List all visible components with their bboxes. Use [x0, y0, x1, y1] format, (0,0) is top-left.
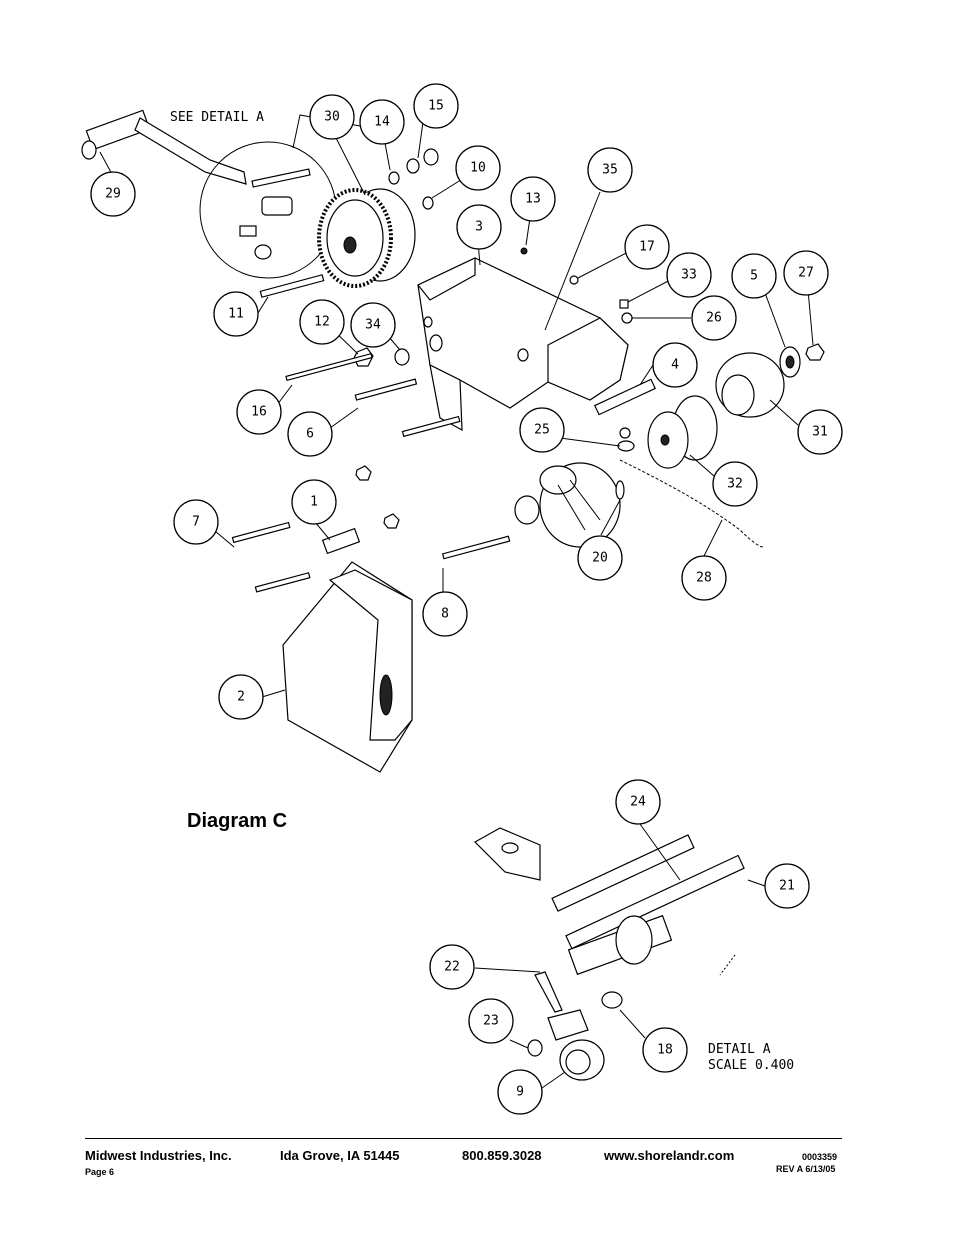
callout-11: 11: [213, 291, 259, 337]
callout-26: 26: [691, 295, 737, 341]
callout-14: 14: [359, 99, 405, 145]
leader-lines: [99, 114, 814, 1089]
callout-1: 1: [291, 479, 337, 525]
callouts: 29 30 14 15 10 13 35 3 17 33 26 5 27 11 …: [90, 83, 843, 1115]
svg-text:32: 32: [727, 477, 743, 492]
svg-text:34: 34: [365, 318, 381, 333]
svg-text:16: 16: [251, 405, 267, 420]
svg-text:17: 17: [639, 240, 655, 255]
footer-phone: 800.859.3028: [462, 1148, 542, 1163]
svg-text:35: 35: [602, 163, 618, 178]
svg-text:12: 12: [314, 315, 330, 330]
callout-31: 31: [797, 409, 843, 455]
svg-text:3: 3: [475, 220, 483, 235]
detail-scale: SCALE 0.400: [708, 1058, 794, 1073]
callout-13: 13: [510, 176, 556, 222]
svg-text:15: 15: [428, 99, 444, 114]
svg-text:26: 26: [706, 311, 722, 326]
side-plates: [282, 561, 413, 773]
detail-a-parts: [239, 168, 311, 260]
detail-pinion: [567, 914, 673, 976]
callout-34: 34: [350, 302, 396, 348]
callout-5: 5: [731, 253, 777, 299]
footer-doc-number: 0003359: [802, 1152, 838, 1162]
roller-32: [647, 395, 718, 469]
footer-rule: [85, 1138, 842, 1139]
callout-20: 20: [577, 535, 623, 581]
callout-27: 27: [783, 250, 829, 296]
svg-text:25: 25: [534, 423, 550, 438]
footer-revision: REV A 6/13/05: [776, 1164, 836, 1174]
callout-21: 21: [764, 863, 810, 909]
callout-16: 16: [236, 389, 282, 435]
svg-text:13: 13: [525, 192, 541, 207]
callout-23: 23: [468, 998, 514, 1044]
see-detail-note: SEE DETAIL A: [170, 110, 264, 125]
svg-text:22: 22: [444, 960, 460, 975]
callout-15: 15: [413, 83, 459, 129]
svg-text:27: 27: [798, 266, 814, 281]
svg-text:31: 31: [812, 425, 828, 440]
svg-text:7: 7: [192, 515, 200, 530]
callout-30: 30: [309, 94, 355, 140]
svg-text:5: 5: [750, 269, 758, 284]
svg-text:33: 33: [681, 268, 697, 283]
crank-handle: [81, 109, 247, 185]
svg-text:20: 20: [592, 551, 608, 566]
callout-9: 9: [497, 1069, 543, 1115]
callout-18: 18: [642, 1027, 688, 1073]
svg-text:9: 9: [516, 1085, 524, 1100]
footer-page: Page 6: [85, 1167, 115, 1177]
svg-text:21: 21: [779, 879, 795, 894]
callout-32: 32: [712, 461, 758, 507]
footer-website[interactable]: www.shorelandr.com: [604, 1148, 735, 1163]
callout-4: 4: [652, 342, 698, 388]
svg-text:30: 30: [324, 110, 340, 125]
part-drawings: [81, 109, 825, 1081]
svg-text:18: 18: [657, 1043, 673, 1058]
large-gear: [317, 188, 416, 288]
winch-housing: [417, 257, 629, 432]
svg-text:1: 1: [310, 495, 318, 510]
svg-text:28: 28: [696, 571, 712, 586]
callout-33: 33: [666, 252, 712, 298]
svg-text:24: 24: [630, 795, 646, 810]
callout-6: 6: [287, 411, 333, 457]
callout-17: 17: [624, 224, 670, 270]
svg-text:2: 2: [237, 690, 245, 705]
callout-24: 24: [615, 779, 661, 825]
svg-text:29: 29: [105, 187, 121, 202]
svg-text:4: 4: [671, 358, 679, 373]
detail-label: DETAIL A: [708, 1042, 771, 1057]
svg-text:10: 10: [470, 161, 486, 176]
callout-12: 12: [299, 299, 345, 345]
callout-25: 25: [519, 407, 565, 453]
footer-company: Midwest Industries, Inc.: [85, 1148, 232, 1163]
callout-28: 28: [681, 555, 727, 601]
diagram-title: Diagram C: [187, 810, 288, 832]
callout-35: 35: [587, 147, 633, 193]
callout-22: 22: [429, 944, 475, 990]
callout-29: 29: [90, 171, 136, 217]
svg-text:6: 6: [306, 427, 314, 442]
detail-pawl: [474, 827, 541, 881]
callout-2: 2: [218, 674, 264, 720]
callout-10: 10: [455, 145, 501, 191]
callout-7: 7: [173, 499, 219, 545]
footer-city: Ida Grove, IA 51445: [280, 1148, 400, 1163]
svg-text:11: 11: [228, 307, 244, 322]
svg-text:14: 14: [374, 115, 390, 130]
svg-text:8: 8: [441, 607, 449, 622]
callout-8: 8: [422, 591, 468, 637]
svg-text:23: 23: [483, 1014, 499, 1029]
callout-3: 3: [456, 204, 502, 250]
roller-31: [715, 352, 785, 418]
spool-20: [539, 462, 621, 548]
